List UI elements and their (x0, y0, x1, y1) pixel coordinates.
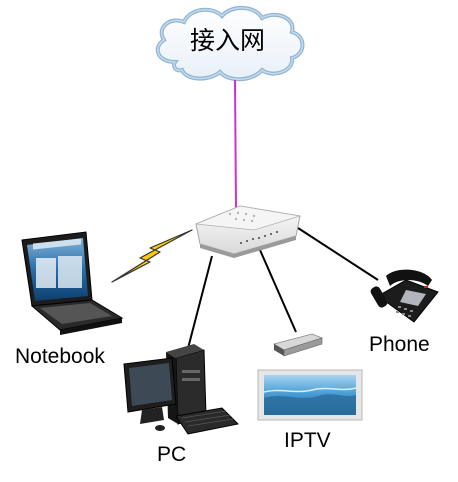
set-top-box-icon (272, 333, 324, 357)
link-pc (185, 255, 213, 357)
link-stb (259, 249, 297, 333)
cloud-icon (155, 6, 305, 82)
lightning-icon (111, 229, 193, 283)
tv-icon (257, 369, 363, 421)
phone-label: Phone (369, 333, 430, 356)
desk-phone-icon (370, 269, 439, 323)
link-phone (297, 227, 379, 281)
pc-label: PC (157, 443, 187, 466)
internet-label: 接入网 (190, 26, 266, 55)
desktop-computer-icon (123, 344, 240, 435)
uplink-line (234, 79, 237, 209)
laptop-icon (21, 231, 124, 335)
notebook-label: Notebook (15, 345, 105, 368)
iptv-label: IPTV (284, 429, 331, 452)
router-icon (195, 205, 301, 258)
